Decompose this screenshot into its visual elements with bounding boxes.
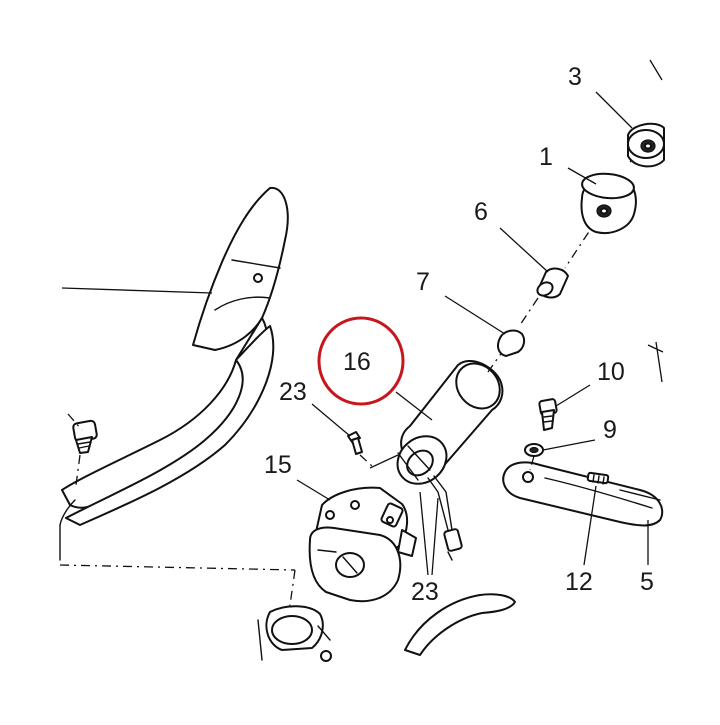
- callout-15: 15: [264, 451, 292, 479]
- callout-12: 12: [565, 568, 593, 596]
- lower-assembly: [257, 605, 332, 662]
- brake-hose: [404, 593, 516, 656]
- screw-left: [67, 413, 98, 486]
- callout-1: 1: [539, 143, 553, 171]
- callout-3: 3: [568, 63, 582, 91]
- throttle-grip: [396, 360, 504, 485]
- callout-9: 9: [603, 416, 617, 444]
- part-3-end-cap: [627, 122, 665, 168]
- callout-10: 10: [597, 358, 625, 386]
- part-15-switch-housing: [308, 486, 417, 603]
- part-10-screw: [538, 398, 558, 431]
- part-12-pin: [586, 471, 610, 485]
- hand-guard: [59, 186, 289, 561]
- part-5-lever: [502, 461, 664, 527]
- part-7-sleeve: [497, 329, 526, 357]
- throttle-cable: [427, 475, 463, 561]
- callout-23-upper: 23: [279, 378, 307, 406]
- callout-23-lower: 23: [411, 578, 439, 606]
- part-1-bar-end-weight: [580, 172, 637, 234]
- callout-6: 6: [474, 198, 488, 226]
- part-6-bushing: [536, 267, 569, 299]
- leader-lines: [296, 91, 649, 576]
- callout-16: 16: [343, 348, 371, 376]
- callout-7: 7: [416, 268, 430, 296]
- part-23-screw-upper: [347, 431, 373, 467]
- callout-5: 5: [640, 568, 654, 596]
- highlight-circle: [317, 316, 405, 406]
